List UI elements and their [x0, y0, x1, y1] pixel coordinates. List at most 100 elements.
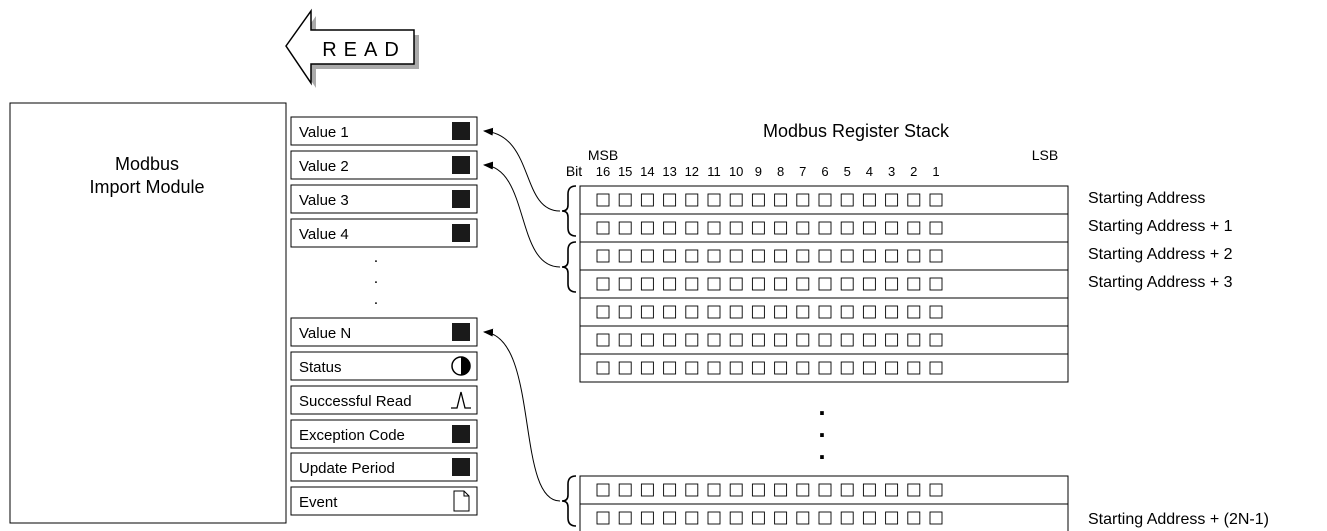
output-port-event[interactable]: Event [290, 486, 478, 516]
bit-cell [929, 305, 943, 319]
bit-number: 1 [932, 164, 939, 179]
bit-cell [818, 249, 832, 263]
bit-cell [818, 221, 832, 235]
bit-number: 2 [910, 164, 917, 179]
module-title-line2: Import Module [89, 177, 204, 197]
output-port-value-4[interactable]: Value 4 [290, 218, 478, 248]
stack-ellipsis-dot: . [818, 435, 825, 465]
bit-cell [707, 361, 721, 375]
bit-cell [663, 333, 677, 347]
bit-cell [840, 193, 854, 207]
bit-cell [840, 511, 854, 525]
bit-cell [862, 305, 876, 319]
register-row [579, 297, 1069, 327]
bit-cell [907, 193, 921, 207]
bit-cell [618, 511, 632, 525]
output-port-value-3[interactable]: Value 3 [290, 184, 478, 214]
bit-number: 9 [755, 164, 762, 179]
bit-cell [929, 277, 943, 291]
square-icon [452, 224, 470, 242]
bit-cell [663, 249, 677, 263]
bit-cell [685, 221, 699, 235]
outputs-ellipsis-dot: . [374, 291, 378, 308]
bit-cell [818, 333, 832, 347]
bit-cell [640, 221, 654, 235]
register-row [579, 241, 1069, 271]
output-port-value-1[interactable]: Value 1 [290, 116, 478, 146]
address-labels: Starting Address Starting Address + 1 St… [1088, 190, 1269, 528]
bit-cell [774, 361, 788, 375]
bit-cell [818, 511, 832, 525]
bit-number: 10 [729, 164, 743, 179]
bit-cell [685, 305, 699, 319]
bit-cell [840, 333, 854, 347]
bit-cell [818, 305, 832, 319]
bit-cell [774, 333, 788, 347]
square-icon [452, 122, 470, 140]
bit-cell [618, 333, 632, 347]
bit-cell [862, 483, 876, 497]
connector-value-1 [483, 127, 561, 212]
bit-cell [751, 361, 765, 375]
bit-cell [907, 221, 921, 235]
bit-cell [663, 511, 677, 525]
output-port-value-n[interactable]: Value N [290, 317, 478, 347]
square-icon [452, 323, 470, 341]
output-port-value-2[interactable]: Value 2 [290, 150, 478, 180]
bit-cell [618, 221, 632, 235]
bit-cell [929, 221, 943, 235]
bit-cell [840, 277, 854, 291]
bit-cell [907, 277, 921, 291]
bit-cell [751, 249, 765, 263]
bit-cell [685, 333, 699, 347]
register-row [579, 325, 1069, 355]
bit-cell [618, 361, 632, 375]
bit-cell [751, 193, 765, 207]
bit-number: 11 [707, 164, 721, 179]
output-port-status[interactable]: Status [290, 351, 478, 381]
bit-cell [729, 305, 743, 319]
bit-cell [596, 361, 610, 375]
bit-cell [663, 305, 677, 319]
output-label: Event [299, 494, 338, 511]
bit-cell [640, 277, 654, 291]
register-row [579, 269, 1069, 299]
bit-number: 6 [821, 164, 828, 179]
bit-number: 15 [618, 164, 632, 179]
bit-cell [840, 249, 854, 263]
bit-number: 14 [640, 164, 654, 179]
register-row [579, 353, 1069, 383]
bit-cell [796, 277, 810, 291]
output-port-exception-code[interactable]: Exception Code [290, 419, 478, 449]
bit-cell [885, 333, 899, 347]
output-port-update-period[interactable]: Update Period [290, 452, 478, 482]
bit-label: Bit [566, 163, 582, 179]
bit-cell [907, 511, 921, 525]
address-label: Starting Address [1088, 190, 1205, 207]
bit-cell [707, 277, 721, 291]
bit-cell [885, 483, 899, 497]
bit-cell [840, 483, 854, 497]
output-port-successful-read[interactable]: Successful Read [290, 385, 478, 415]
address-label: Starting Address + 3 [1088, 274, 1233, 291]
bit-cell [818, 277, 832, 291]
bit-cell [596, 511, 610, 525]
bit-number: 3 [888, 164, 895, 179]
register-row [579, 185, 1069, 215]
bit-number: 12 [685, 164, 699, 179]
bit-cell [796, 193, 810, 207]
bit-cell [818, 483, 832, 497]
output-label: Value 4 [299, 226, 349, 243]
bit-cell [774, 511, 788, 525]
read-arrow-label: READ [322, 39, 406, 61]
bit-cell [729, 249, 743, 263]
msb-label: MSB [588, 147, 618, 163]
brace-pair-2 [561, 241, 577, 293]
output-label: Update Period [299, 460, 395, 477]
address-label: Starting Address + (2N-1) [1088, 511, 1269, 528]
output-label: Value 3 [299, 192, 349, 209]
bit-cell [907, 305, 921, 319]
bit-cell [751, 511, 765, 525]
